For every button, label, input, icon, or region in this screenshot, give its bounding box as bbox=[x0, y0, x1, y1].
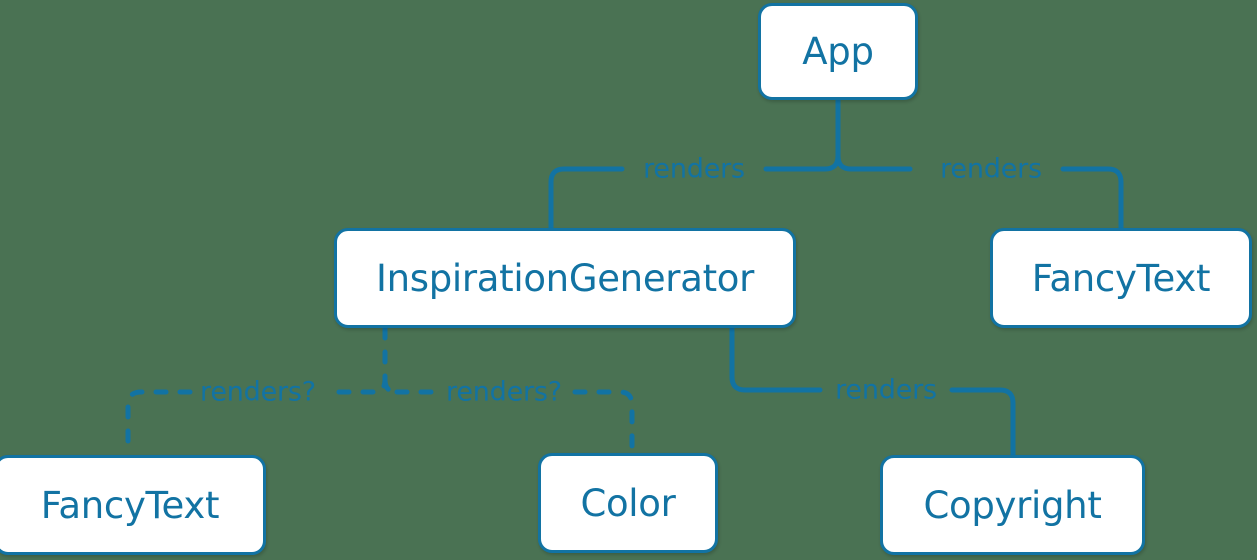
node-color[interactable]: Color bbox=[538, 453, 718, 553]
node-fancytext-bottom-left-label: FancyText bbox=[40, 483, 220, 527]
node-copyright[interactable]: Copyright bbox=[880, 455, 1145, 555]
edge-inspgen-copyright-left-seg bbox=[729, 325, 823, 393]
edge-app-inspgen-left-seg bbox=[548, 166, 625, 231]
node-fancytext-right[interactable]: FancyText bbox=[990, 228, 1252, 328]
edge-inspgen-dashed-trunk-right bbox=[382, 377, 400, 395]
edge-inspgen-color-right-seg bbox=[572, 389, 635, 456]
edge-app-fancytext-right-seg bbox=[1060, 166, 1124, 231]
node-fancytext-right-label: FancyText bbox=[1031, 256, 1211, 300]
edge-inspgen-copyright-right-seg bbox=[949, 387, 1016, 458]
edge-inspgen-dashed-trunk bbox=[370, 325, 388, 395]
edge-label-app-fancytext: renders bbox=[940, 153, 1042, 185]
node-app-label: App bbox=[802, 30, 874, 73]
edge-app-trunk bbox=[822, 97, 841, 172]
node-inspiration-generator[interactable]: InspirationGenerator bbox=[334, 228, 796, 328]
node-copyright-label: Copyright bbox=[923, 483, 1102, 527]
edge-label-inspirationgenerator-copyright: renders bbox=[835, 374, 937, 406]
edge-label-app-inspirationgenerator: renders bbox=[643, 153, 745, 185]
node-color-label: Color bbox=[580, 481, 676, 525]
edge-label-inspirationgenerator-color: renders? bbox=[446, 376, 562, 408]
edge-app-trunk-right bbox=[835, 153, 854, 172]
node-app[interactable]: App bbox=[758, 3, 918, 100]
node-fancytext-bottom-left[interactable]: FancyText bbox=[0, 455, 266, 555]
edge-inspgen-fancytext2-left-seg bbox=[125, 389, 193, 458]
node-inspiration-generator-label: InspirationGenerator bbox=[375, 256, 755, 300]
edge-label-inspirationgenerator-fancytext: renders? bbox=[200, 376, 316, 408]
